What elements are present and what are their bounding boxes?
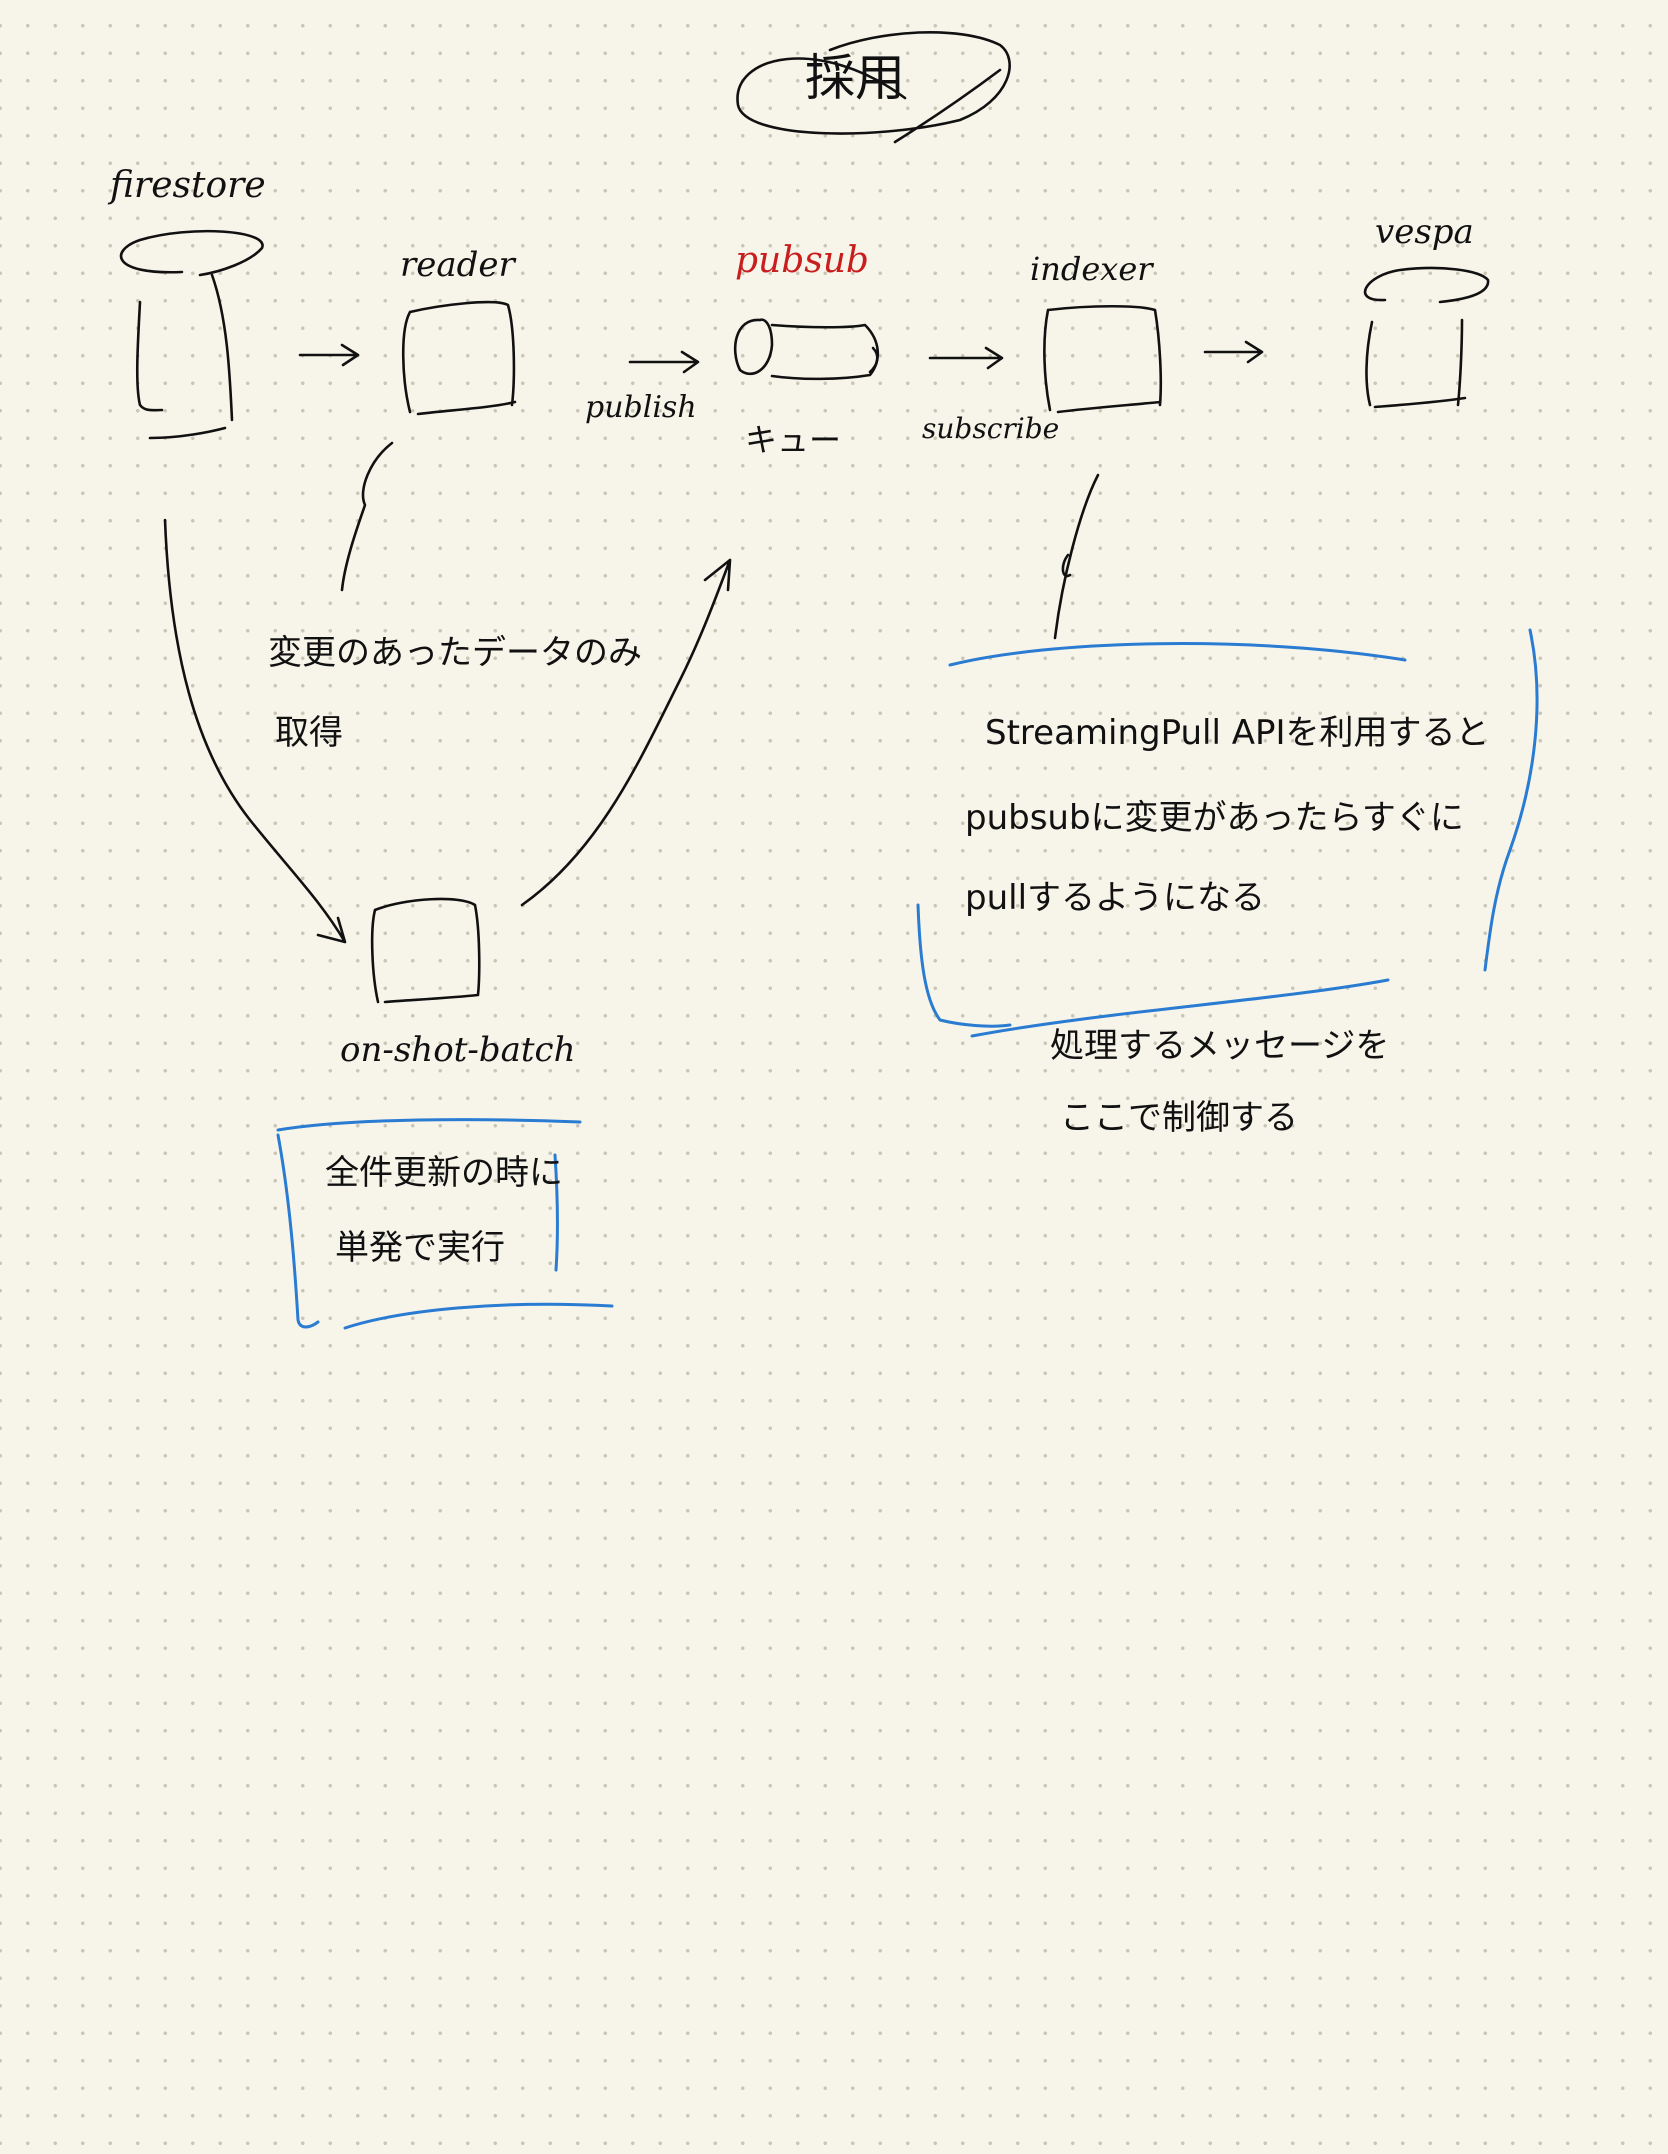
arrow-firestore-reader [298, 343, 360, 367]
batch-bracket-icon [276, 1118, 614, 1330]
indexer-box-icon [1043, 304, 1163, 414]
page-title: 採用 [805, 49, 905, 107]
title-ellipse [736, 30, 1011, 144]
pubsub-label: pubsub [735, 240, 869, 281]
subscribe-label: subscribe [922, 412, 1060, 445]
arrow-indexer-vespa [1203, 340, 1264, 364]
indexer-sub-note-line-2: ここで制御する [1060, 1098, 1298, 1138]
reader-note-line-1: 変更のあったデータのみ [268, 633, 642, 673]
arrow-reader-pubsub [628, 350, 700, 374]
arrow-batch-pubsub [520, 558, 732, 907]
indexer-note-line-2: pubsubに変更があったらすぐに [965, 798, 1464, 838]
reader-note-line-2: 取得 [275, 713, 343, 753]
indexer-note-line-3: pullするようになる [965, 878, 1266, 918]
batch-box-icon [370, 897, 481, 1004]
indexer-sub-note-line-1: 処理するメッセージを [1050, 1026, 1390, 1066]
firestore-label: firestore [110, 165, 266, 206]
vespa-label: vespa [1375, 212, 1474, 252]
batch-label: on-shot-batch [340, 1030, 576, 1070]
pubsub-queue-icon [733, 318, 879, 381]
reader-box-icon [401, 300, 517, 416]
reader-label: reader [400, 245, 515, 285]
arrow-pubsub-indexer [928, 346, 1004, 370]
firestore-cylinder-icon [119, 229, 264, 440]
indexer-bracket-icon [916, 628, 1539, 1038]
indexer-note-connector [1053, 473, 1100, 640]
batch-note-line-2: 単発で実行 [335, 1228, 505, 1268]
arrow-firestore-batch [163, 518, 347, 944]
batch-note-line-1: 全件更新の時に [325, 1153, 563, 1193]
indexer-note-line-1: StreamingPull APIを利用すると [985, 713, 1490, 753]
reader-note-connector [340, 441, 394, 592]
queue-label: キュー [745, 421, 842, 459]
indexer-label: indexer [1030, 250, 1153, 288]
vespa-cylinder-icon [1363, 266, 1490, 409]
publish-label: publish [585, 390, 697, 425]
